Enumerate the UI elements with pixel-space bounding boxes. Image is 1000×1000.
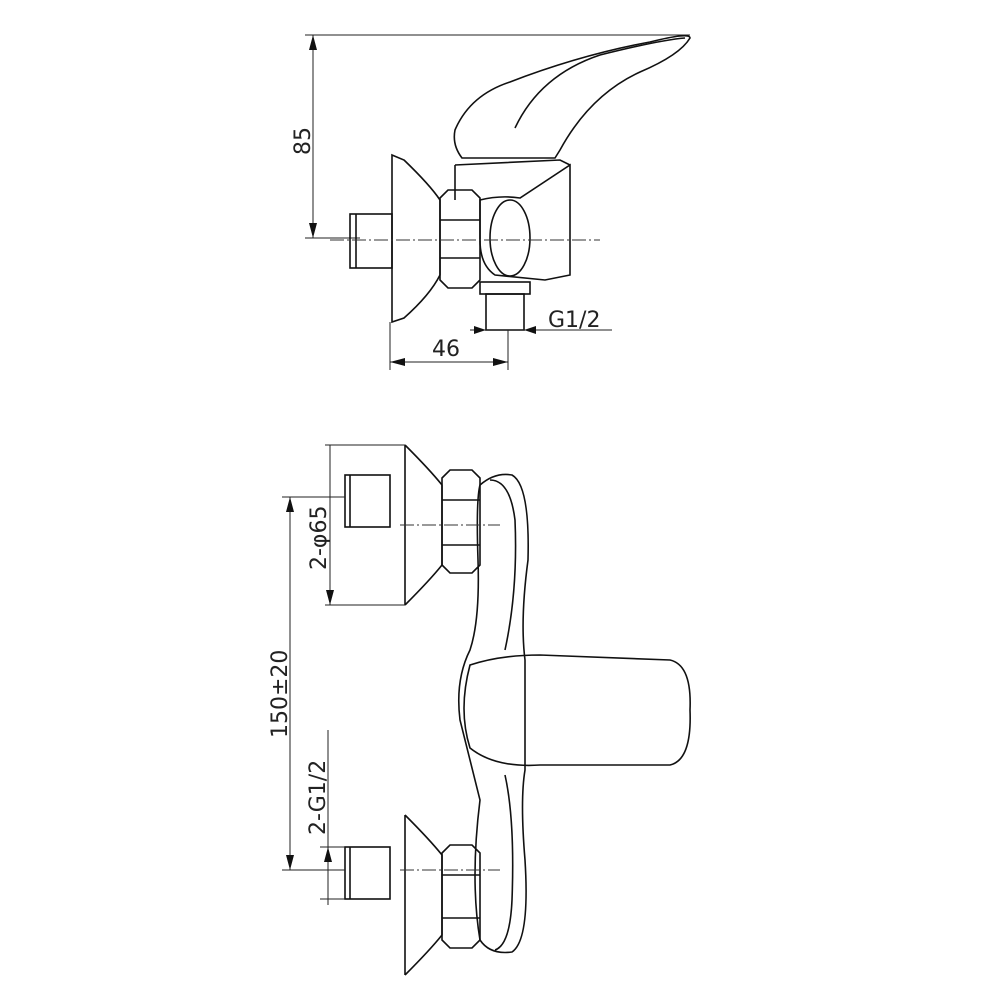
arrow	[524, 326, 536, 334]
side-view: 85 G1/2 46	[291, 34, 691, 370]
arrow	[309, 223, 317, 238]
flange-diameter-label: 2-φ65	[307, 506, 332, 570]
center-distance-label: 150±20	[268, 650, 293, 738]
wall-flange	[391, 153, 441, 324]
bottom-flange	[404, 814, 443, 976]
arrow	[493, 358, 508, 366]
lever-handle	[453, 34, 691, 159]
inlet-nipple	[349, 213, 393, 269]
bottom-nipple	[344, 846, 391, 900]
arrow	[309, 35, 317, 50]
body-contour	[489, 479, 517, 651]
body-top	[454, 159, 571, 166]
outlet-thread	[485, 293, 525, 331]
arrow	[326, 590, 334, 605]
arrow	[474, 326, 486, 334]
front-view: 2-φ65 150±20 2-G1/2	[268, 444, 691, 976]
offset-label: 46	[432, 337, 460, 362]
arrow	[286, 497, 294, 512]
lever-handle	[463, 654, 691, 767]
arrow	[324, 847, 332, 862]
hex-nut	[439, 189, 481, 289]
handle-contour	[514, 37, 686, 129]
outlet-thread-label: G1/2	[548, 308, 600, 333]
body-collar	[489, 199, 531, 277]
inlet-thread-label: 2-G1/2	[306, 760, 331, 835]
valve-body	[479, 163, 571, 281]
top-hex-nut	[441, 469, 481, 574]
bottom-hex-nut	[441, 844, 481, 949]
valve-body	[457, 473, 529, 954]
arrow	[390, 358, 405, 366]
body-contour	[494, 774, 514, 951]
outlet-nut	[479, 281, 531, 295]
height-label: 85	[291, 127, 316, 155]
top-nipple	[344, 474, 391, 528]
arrow	[286, 855, 294, 870]
